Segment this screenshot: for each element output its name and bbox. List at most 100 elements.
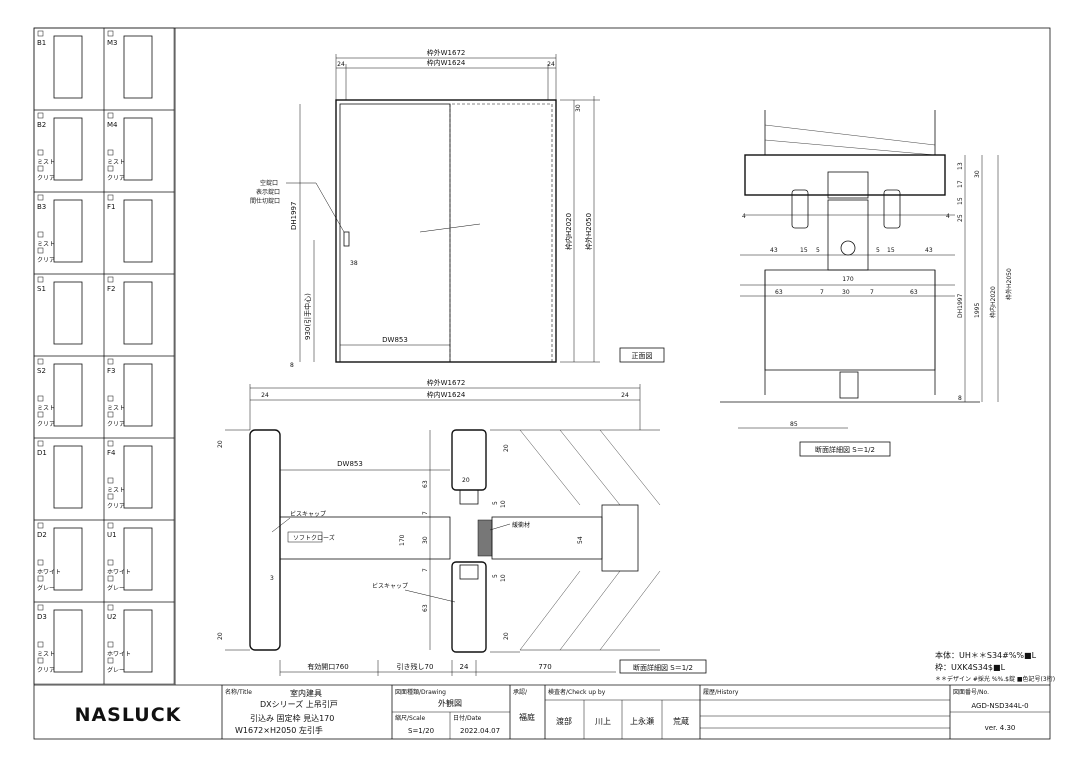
plan-outer-width: 枠外W1672 — [427, 378, 466, 387]
door-elevation-icon — [123, 35, 153, 99]
plan-dim-20d: 20 — [503, 632, 510, 640]
pull-back: 引き残し70 — [397, 662, 434, 671]
thumbnail-code: B1 — [37, 39, 46, 47]
thumbnail-mark: ミスト — [37, 159, 55, 166]
plan-dim-5b: 5 — [492, 574, 499, 578]
drawing-type-header: 図面種類/Drawing — [395, 688, 446, 696]
front-outer-height: 枠外H2050 — [584, 213, 593, 250]
section-dim-15a: 15 — [800, 247, 808, 254]
thumbnail-code: F4 — [107, 449, 116, 457]
plan-dim-5a: 5 — [492, 501, 499, 505]
section-view-label: 断面詳細図 S＝1/2 — [815, 445, 875, 454]
section-dim-17: 17 — [957, 180, 964, 188]
checker-4: 荒蔵 — [673, 716, 689, 726]
front-top-gap: 30 — [575, 104, 582, 112]
section-dim-15b: 15 — [887, 247, 895, 254]
door-elevation-icon — [53, 281, 83, 345]
thumbnail-mark: ミスト — [107, 405, 125, 412]
section-dim-43b: 43 — [925, 247, 933, 254]
scale-header: 縮尺/Scale — [395, 714, 425, 722]
head-rail — [744, 154, 946, 196]
plan-dim-7a: 7 — [422, 511, 429, 515]
left-jamb — [249, 429, 281, 651]
door-elevation-icon — [123, 117, 153, 181]
thumbnail-mark: クリア — [37, 175, 55, 182]
front-handle-width: 38 — [350, 260, 358, 267]
plan-dim-170: 170 — [399, 534, 406, 546]
lock-note-1: 空錠口 — [260, 179, 278, 187]
floor-guide — [839, 371, 859, 399]
section-dim-25: 25 — [957, 214, 964, 222]
lock-note-3: 間仕切錠口 — [250, 197, 280, 205]
checker-header: 検査者/Check up by — [548, 688, 606, 696]
door-elevation-icon — [53, 117, 83, 181]
cushion-label: 緩衝材 — [512, 521, 530, 529]
section-dim-7a: 7 — [820, 289, 824, 296]
checker-2: 川上 — [595, 717, 611, 726]
plan-dim-20c: 20 — [503, 444, 510, 452]
section-dim-85: 85 — [790, 421, 798, 428]
thumbnail-b1: B1 — [33, 27, 105, 111]
plan-dim-770: 770 — [538, 663, 551, 671]
checker-1: 渡部 — [556, 716, 572, 726]
front-door-width: DW853 — [382, 336, 408, 344]
thumbnail-mark: クリア — [107, 421, 125, 428]
front-view-label: 正面図 — [632, 352, 653, 360]
thumbnail-mark: クリア — [107, 503, 125, 510]
front-view: 枠外W1672 枠内W1624 24 24 DW853 38 空錠口 表示錠口 … — [250, 48, 665, 369]
title-block: NASLUCK 名称/Title 室内建具 DXシリーズ 上吊引戸 引込み 固定… — [75, 685, 1050, 739]
section-dim-15v: 15 — [957, 197, 964, 205]
section-dim-7b: 7 — [870, 289, 874, 296]
spec-notes: 本体：UH＊＊S34#%%■L 枠：UXK4S34$■L ＊＊デザイン #採光 … — [935, 650, 1055, 683]
thumbnail-code: D1 — [37, 449, 47, 457]
plan-dim-54: 54 — [577, 536, 584, 544]
spec-frame: 枠：UXK4S34$■L — [935, 662, 1006, 672]
thumbnail-mark: ホワイト — [107, 569, 131, 576]
thumbnail-code: B3 — [37, 203, 46, 211]
plan-dim-10b: 10 — [500, 574, 507, 582]
title-header: 名称/Title — [225, 688, 252, 696]
title-line-2: DXシリーズ 上吊引戸 — [260, 699, 338, 709]
brand-logo: NASLUCK — [75, 704, 182, 726]
thumbnail-code: D3 — [37, 613, 47, 621]
drawing-number-header: 図面番号/No. — [953, 689, 989, 696]
date-header: 日付/Date — [453, 714, 482, 722]
front-inner-width: 枠内W1624 — [427, 58, 466, 67]
front-inner-height: 枠内H2020 — [564, 213, 573, 250]
section-inner-height: 枠内H2020 — [989, 286, 997, 318]
plan-dim-63a: 63 — [422, 480, 429, 488]
front-side-b: 24 — [547, 61, 555, 68]
plan-dim-20a: 20 — [217, 440, 224, 448]
section-dim-1995: 1995 — [974, 303, 981, 318]
thumbnail-code: F3 — [107, 367, 115, 375]
thumbnail-f1: F1 — [103, 191, 175, 275]
approval-header: 承認/ — [513, 688, 528, 696]
history-header: 履歴/History — [703, 689, 739, 696]
thumbnail-mark: ミスト — [107, 487, 125, 494]
plan-side-a: 24 — [261, 392, 269, 399]
door-elevation-icon — [123, 199, 153, 263]
front-door-height: DH1997 — [290, 202, 298, 230]
scale-value: S=1/20 — [408, 727, 434, 735]
date-value: 2022.04.07 — [460, 727, 500, 735]
thumbnail-mark: グレー — [107, 666, 125, 674]
plan-dim-7b: 7 — [422, 568, 429, 572]
plan-dim-3: 3 — [270, 575, 274, 582]
version: ver. 4.30 — [985, 724, 1016, 732]
plan-view-label: 断面詳細図 S＝1/2 — [633, 663, 693, 672]
thumbnail-mark: ミスト — [37, 241, 55, 248]
open-width: 有効開口760 — [307, 662, 348, 671]
section-dim-43a: 43 — [770, 247, 778, 254]
thumbnail-code: M4 — [107, 121, 118, 129]
title-line-4: W1672×H2050 左引手 — [235, 725, 323, 735]
thumbnail-code: F2 — [107, 285, 115, 293]
